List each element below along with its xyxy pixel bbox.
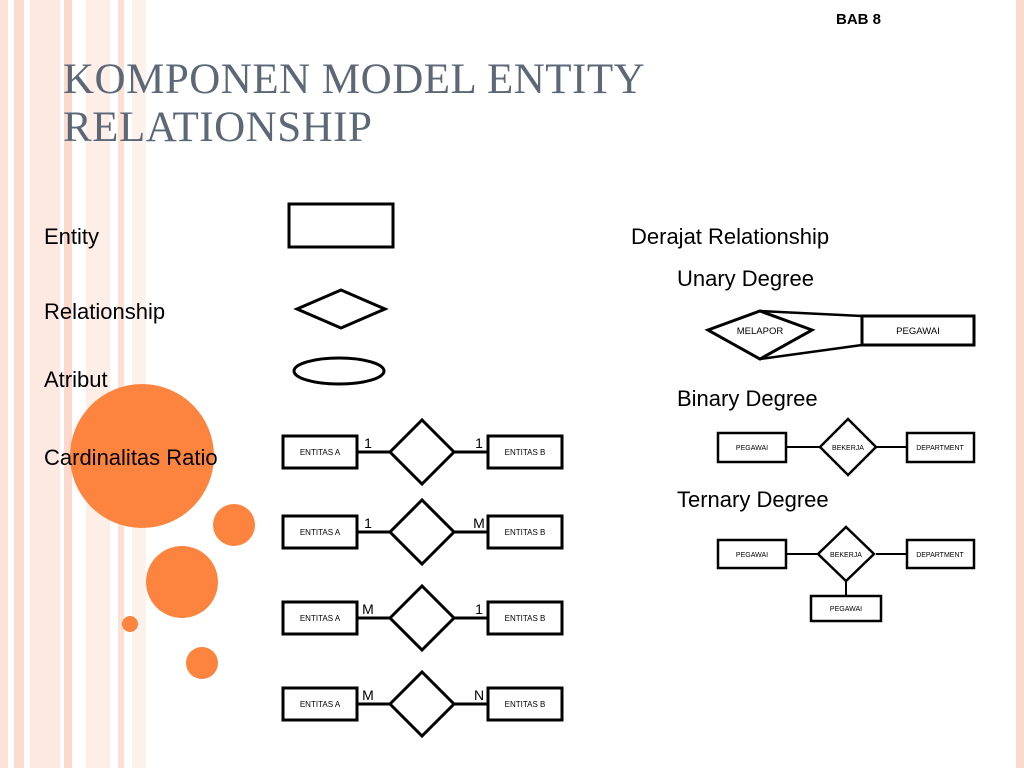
ternary-degree-label: Ternary Degree (677, 487, 829, 512)
card-row-2-left-label: ENTITAS A (300, 528, 341, 537)
bg-stripe-4 (64, 0, 72, 768)
card-row-1-right-label: ENTITAS B (505, 448, 546, 457)
legend-cardinality-label: Cardinalitas Ratio (44, 445, 218, 470)
title-line-2: RELATIONSHIP (63, 104, 373, 151)
ternary-bottom-label: PEGAWAI (830, 606, 862, 613)
decor-circle-small-2 (186, 647, 218, 679)
card-row-3-card-left: M (362, 601, 374, 617)
title-line-1: KOMPONEN MODEL ENTITY (63, 56, 646, 103)
card-row-4-right-entity (486, 686, 564, 722)
card-row-3-right-label: ENTITAS B (505, 614, 546, 623)
card-row-1-left-entity (281, 434, 359, 470)
chapter-label: BAB 8 (836, 11, 882, 28)
ternary-left-entity (716, 538, 788, 570)
decor-circle-large (70, 384, 214, 528)
card-row-1-right-entity (486, 434, 564, 470)
card-row-4-diamond (387, 669, 457, 739)
card-row-3-diamond (387, 583, 457, 653)
degree-heading: Derajat Relationship (631, 224, 830, 249)
ternary-right-entity (905, 538, 976, 570)
unary-entity-label: PEGAWAI (896, 326, 940, 337)
relationship-symbol (293, 288, 389, 330)
unary-degree-label: Unary Degree (677, 266, 814, 291)
unary-line-top (759, 309, 863, 318)
unary-relationship-label: MELAPOR (737, 326, 784, 337)
ternary-relationship-diamond (816, 525, 876, 583)
card-row-2-diamond (387, 497, 457, 567)
card-row-4-right-label: ENTITAS B (505, 700, 546, 709)
card-row-2-card-right: M (473, 515, 485, 531)
decor-circle-small-1 (213, 504, 255, 546)
ternary-diagram: PEGAWAI BEKERJA DEPARTMENT PEGAWAI (716, 525, 976, 623)
decor-circle-tiny (122, 616, 138, 632)
card-row-4-left-entity (281, 686, 359, 722)
binary-left-label: PEGAWAI (736, 445, 768, 452)
bg-stripe-right (1016, 0, 1024, 768)
unary-line-bottom (759, 343, 863, 361)
ternary-bottom-entity (809, 594, 883, 623)
binary-diagram: PEGAWAI BEKERJA DEPARTMENT (716, 417, 976, 477)
bg-stripe-5 (86, 0, 110, 768)
legend-entity-label: Entity (44, 224, 100, 249)
legend-attribute-label: Atribut (44, 367, 108, 392)
bg-stripe-3 (30, 0, 60, 768)
bg-stripe-6 (118, 0, 124, 768)
card-row-4-card-left: M (362, 687, 374, 703)
entity-symbol (287, 202, 395, 249)
card-row-3-left-label: ENTITAS A (300, 614, 341, 623)
decor-circle-medium (146, 546, 218, 618)
ternary-right-label: DEPARTMENT (916, 552, 964, 559)
binary-right-entity (905, 431, 976, 464)
unary-relationship-diamond (704, 309, 816, 361)
card-row-1-diamond (387, 417, 457, 487)
binary-degree-label: Binary Degree (677, 386, 818, 411)
card-row-2-right-entity (486, 514, 564, 550)
card-row-2-left-entity (281, 514, 359, 550)
card-row-3-left-entity (281, 600, 359, 636)
unary-diagram: MELAPOR PEGAWAI (704, 309, 976, 361)
page-title: KOMPONEN MODEL ENTITY RELATIONSHIP (63, 56, 645, 152)
binary-right-label: DEPARTMENT (916, 445, 964, 452)
binary-left-entity (716, 431, 788, 464)
card-row-1-card-left: 1 (364, 435, 372, 451)
card-row-4-card-right: N (474, 687, 484, 703)
card-row-4-left-label: ENTITAS A (300, 700, 341, 709)
card-row-2-card-left: 1 (364, 515, 372, 531)
ternary-relationship-label: BEKERJA (830, 552, 862, 559)
card-row-1-left-label: ENTITAS A (300, 448, 341, 457)
bg-stripe-2 (14, 0, 24, 768)
card-row-3-right-entity (486, 600, 564, 636)
bg-stripe-1 (0, 0, 8, 768)
ternary-left-label: PEGAWAI (736, 552, 768, 559)
attribute-symbol (292, 356, 386, 386)
legend-relationship-label: Relationship (44, 299, 166, 324)
card-row-2-right-label: ENTITAS B (505, 528, 546, 537)
card-row-3-card-right: 1 (475, 601, 483, 617)
unary-entity-box (860, 314, 976, 347)
binary-relationship-diamond (818, 417, 878, 477)
card-row-1-card-right: 1 (475, 435, 483, 451)
binary-relationship-label: BEKERJA (832, 445, 864, 452)
